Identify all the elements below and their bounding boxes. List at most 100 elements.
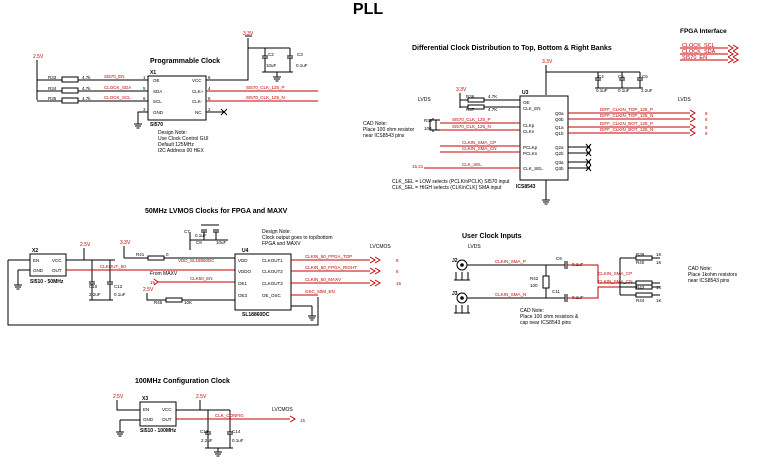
si570-pinnum-5: 5 <box>143 86 146 91</box>
x2-pin-out: OUT <box>52 268 62 273</box>
x2-pin-gnd: GND <box>33 268 44 273</box>
svg-text:CAD Note:: CAD Note: <box>688 266 712 272</box>
c12-ref: C12 <box>114 284 123 289</box>
u4-pin-clkout1: CLKOUT1 <box>262 258 283 263</box>
c9-ref: C9 <box>556 256 562 261</box>
cfg-clock-heading: 100MHz Configuration Clock <box>135 378 230 385</box>
c5-ref: C5 <box>618 74 624 79</box>
c6-val: 2.2uF <box>641 88 653 93</box>
r39-val: 1K <box>656 252 662 257</box>
r35-ref: R35 <box>48 96 57 101</box>
dist-in-clk-sel: CLK_SEL <box>462 162 482 167</box>
r37-val: 4.7K <box>488 107 497 112</box>
fpga-net-clock-sda: CLOCK_SDA <box>682 49 716 55</box>
cfg-sheet-ref: 15 <box>300 418 306 423</box>
si570-pinnum-r5: 5 <box>208 96 211 101</box>
c3-ref: C3 <box>297 52 303 57</box>
ics-pin-q3a: Q3a <box>555 160 564 165</box>
r41-val: 0 <box>166 252 169 257</box>
si570-pin-scl: SCL <box>153 99 162 104</box>
si570-pin-clkn: CLK- <box>192 99 203 104</box>
dist-cad-note: CAD Note: Place 100 ohm resistor near IC… <box>363 121 414 139</box>
lvmos-sheet-ref-c: 15 <box>396 281 402 286</box>
si570-pin-oe: OE <box>153 78 160 83</box>
u4-pin-clkout3: CLKOUT3 <box>262 281 283 286</box>
r39-ref: R39 <box>636 252 645 257</box>
c2-ref: C2 <box>268 52 274 57</box>
x2-ref: X2 <box>32 248 38 254</box>
programmable-clock-section: Programmable Clock 2.5V R33 4.7k R34 4.7… <box>33 31 318 154</box>
svg-text:I2C Address 00 HEX: I2C Address 00 HEX <box>158 148 205 154</box>
dist-sheet-ref-2: 8 <box>705 117 708 122</box>
c8-val: 10uF <box>216 240 227 245</box>
svg-text:Design Note:: Design Note: <box>158 130 187 136</box>
dist-rterm-val: 100 <box>424 126 432 131</box>
svg-text:cap near ICS8543 pins: cap near ICS8543 pins <box>520 320 571 326</box>
svg-text:Design Note:: Design Note: <box>262 229 291 235</box>
r36-ref: R36 <box>466 94 475 99</box>
user-out-sma-cp: CLKIN_SMA_CP <box>598 271 632 276</box>
c12-val: 0.1uF <box>114 292 126 297</box>
dist-in-si570-p: SI570_CLK_125_P <box>452 117 491 122</box>
r44-ref: R44 <box>636 298 645 303</box>
ics-pin-clken: CLK_EN <box>523 106 541 111</box>
c6-ref: C6 <box>642 74 648 79</box>
user-clock-section: User Clock Inputs LVDS J2 J3 R42 100 CLK… <box>452 233 738 326</box>
ics-pin-q1b: Q1b <box>555 131 564 136</box>
c5-val: 0.1uF <box>618 88 630 93</box>
svg-text:Place 100 ohm resistor: Place 100 ohm resistor <box>363 127 414 133</box>
cfg-lvcmos-label: LVCMOS <box>272 407 293 413</box>
ics-pin-pclkp: PCLKp <box>523 145 538 150</box>
lvmos-sheet-ref-b: 8 <box>396 269 399 274</box>
r33-val: 4.7k <box>82 75 91 80</box>
si570-pinnum-1: 1 <box>143 75 146 80</box>
dist-power-3v3: 3.3V <box>542 59 553 65</box>
r40-ref: R40 <box>636 260 645 265</box>
svg-text:CLK_SEL = HIGH selects (CLK/nC: CLK_SEL = HIGH selects (CLK/nCLK) SMA in… <box>392 185 502 191</box>
user-cad-note-2: CAD Note: Place 100 ohm resistors & cap … <box>520 308 579 326</box>
svg-text:near ICS8543 pins: near ICS8543 pins <box>363 133 405 139</box>
u4-ref: U4 <box>242 248 249 254</box>
u4-pin-clkout2: CLKOUT2 <box>262 269 283 274</box>
x2-pin-en: EN <box>33 258 39 263</box>
si570-part: SI570 <box>150 122 163 128</box>
user-cad-note-1: CAD Note: Place 1kohm resistors near ICS… <box>688 266 738 284</box>
si570-chip <box>147 75 207 121</box>
r45-ref: R45 <box>154 300 163 305</box>
dist-sheet-ref-1: 8 <box>705 111 708 116</box>
ics8543-ref: U3 <box>522 90 529 96</box>
dist-in-si570-n: SI570_CLK_125_N <box>452 124 491 129</box>
ics-pin-clkn: CLKn <box>523 129 535 134</box>
dist-in-sma-cp: CLKIN_SMA_CP <box>462 140 496 145</box>
si570-pinnum-r2: 2 <box>208 107 211 112</box>
dist-sel-sheet-ref: 15,21 <box>412 164 424 169</box>
svg-text:CLK_SEL = LOW selects (PCLK/nP: CLK_SEL = LOW selects (PCLK/nPCLK) SI570… <box>392 179 510 185</box>
diff-dist-heading: Differential Clock Distribution to Top, … <box>412 45 612 52</box>
prog-net-si570-en: SI570_EN <box>104 74 125 79</box>
r41-ref: R41 <box>136 252 145 257</box>
c11-ref: C11 <box>552 289 560 294</box>
cfg-net-clk-config: CLK_CONFIG <box>215 413 244 418</box>
svg-text:near ICS8543 pins: near ICS8543 pins <box>688 278 730 284</box>
ics-pin-q2b: Q2b <box>555 151 564 156</box>
dist-sel-notes: CLK_SEL = LOW selects (PCLK/nPCLK) SI570… <box>392 179 510 191</box>
si570-ref: X1 <box>150 70 156 76</box>
prog-resistors: R33 4.7k R34 4.7k R35 4.7k <box>48 75 91 104</box>
c4-val: 0.1uF <box>596 88 608 93</box>
ics-pin-q3b: Q3b <box>555 166 564 171</box>
svg-text:Default 125MHz: Default 125MHz <box>158 142 194 148</box>
dist-sheet-ref-4: 8 <box>705 131 708 136</box>
x2-part: SI510 - 50MHz <box>30 279 64 285</box>
x2-oscillator <box>29 253 67 277</box>
user-clock-heading: User Clock Inputs <box>462 233 522 240</box>
dist-in-sma-cn: CLKIN_SMA_CN <box>462 146 497 151</box>
r36-val: 4.7K <box>488 94 497 99</box>
user-net-sma-n: CLKIN_SMA_N <box>495 292 526 297</box>
c13-ref: C13 <box>200 429 209 434</box>
fpga-interface: FPGA Interface CLOCK_SCL CLOCK_SDA SI570… <box>680 28 739 64</box>
x3-pin-en: EN <box>143 407 149 412</box>
dist-rterm-ref: R38 <box>424 118 433 123</box>
c14-val: 0.1uF <box>232 438 244 443</box>
lvmos-out-right: CLKIN_50_FPGA_RIGHT <box>305 265 357 270</box>
